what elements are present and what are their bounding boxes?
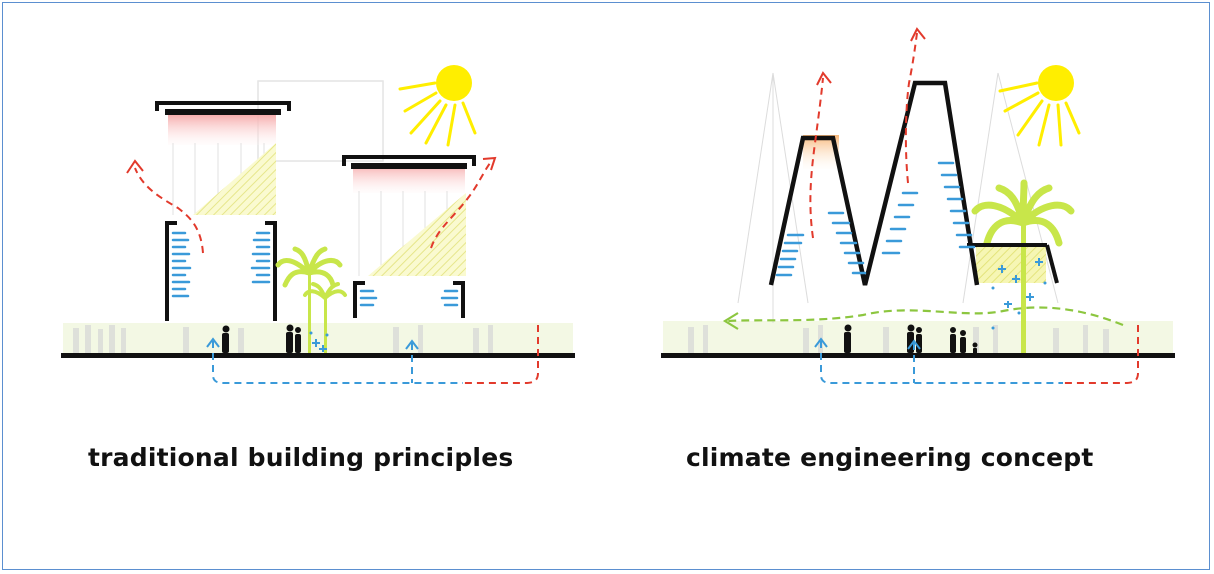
person-silhouette-icon	[844, 324, 978, 354]
tall-tower	[155, 101, 291, 321]
palm-tree-icon	[971, 179, 1075, 353]
warm-air-exhaust	[809, 32, 1139, 384]
cool-air-circulation	[820, 341, 1063, 384]
sun-icon	[998, 65, 1081, 147]
m-shaped-roof-structure	[768, 80, 980, 286]
traditional-building-diagram	[61, 65, 575, 384]
cool-mist-sparkles	[309, 331, 329, 352]
right-wall	[265, 221, 277, 321]
shade-wedge	[368, 193, 466, 276]
roof-slab	[155, 101, 291, 111]
ground-haze	[63, 323, 573, 353]
roof-slab	[342, 155, 476, 166]
airflow-arrow-icon	[727, 306, 1124, 327]
caption-traditional: traditional building principles	[88, 443, 514, 472]
left-wall	[165, 221, 177, 321]
back-building-outline	[257, 80, 384, 162]
right-wall	[453, 281, 465, 318]
climate-engineering-diagram	[661, 27, 1175, 384]
roof-heat-zone	[168, 113, 276, 145]
person-silhouette-icon	[222, 324, 301, 353]
ground-line	[61, 353, 575, 358]
shade-wedge	[193, 143, 276, 215]
cool-air-louvers	[171, 231, 459, 307]
short-tower	[342, 155, 476, 318]
caption-climate-engineering: climate engineering concept	[686, 443, 1094, 472]
background-crowd	[73, 325, 493, 353]
cool-air-louvers	[775, 161, 976, 277]
shade-canopy	[976, 245, 1046, 283]
ground-line	[661, 353, 1175, 358]
sun-icon	[398, 65, 477, 147]
palm-tree-icon	[275, 246, 347, 353]
left-wall	[353, 281, 365, 318]
airflow-arrow-icon	[134, 162, 539, 384]
cool-air-circulation	[212, 341, 463, 384]
cool-mist-sparkles	[991, 258, 1047, 330]
